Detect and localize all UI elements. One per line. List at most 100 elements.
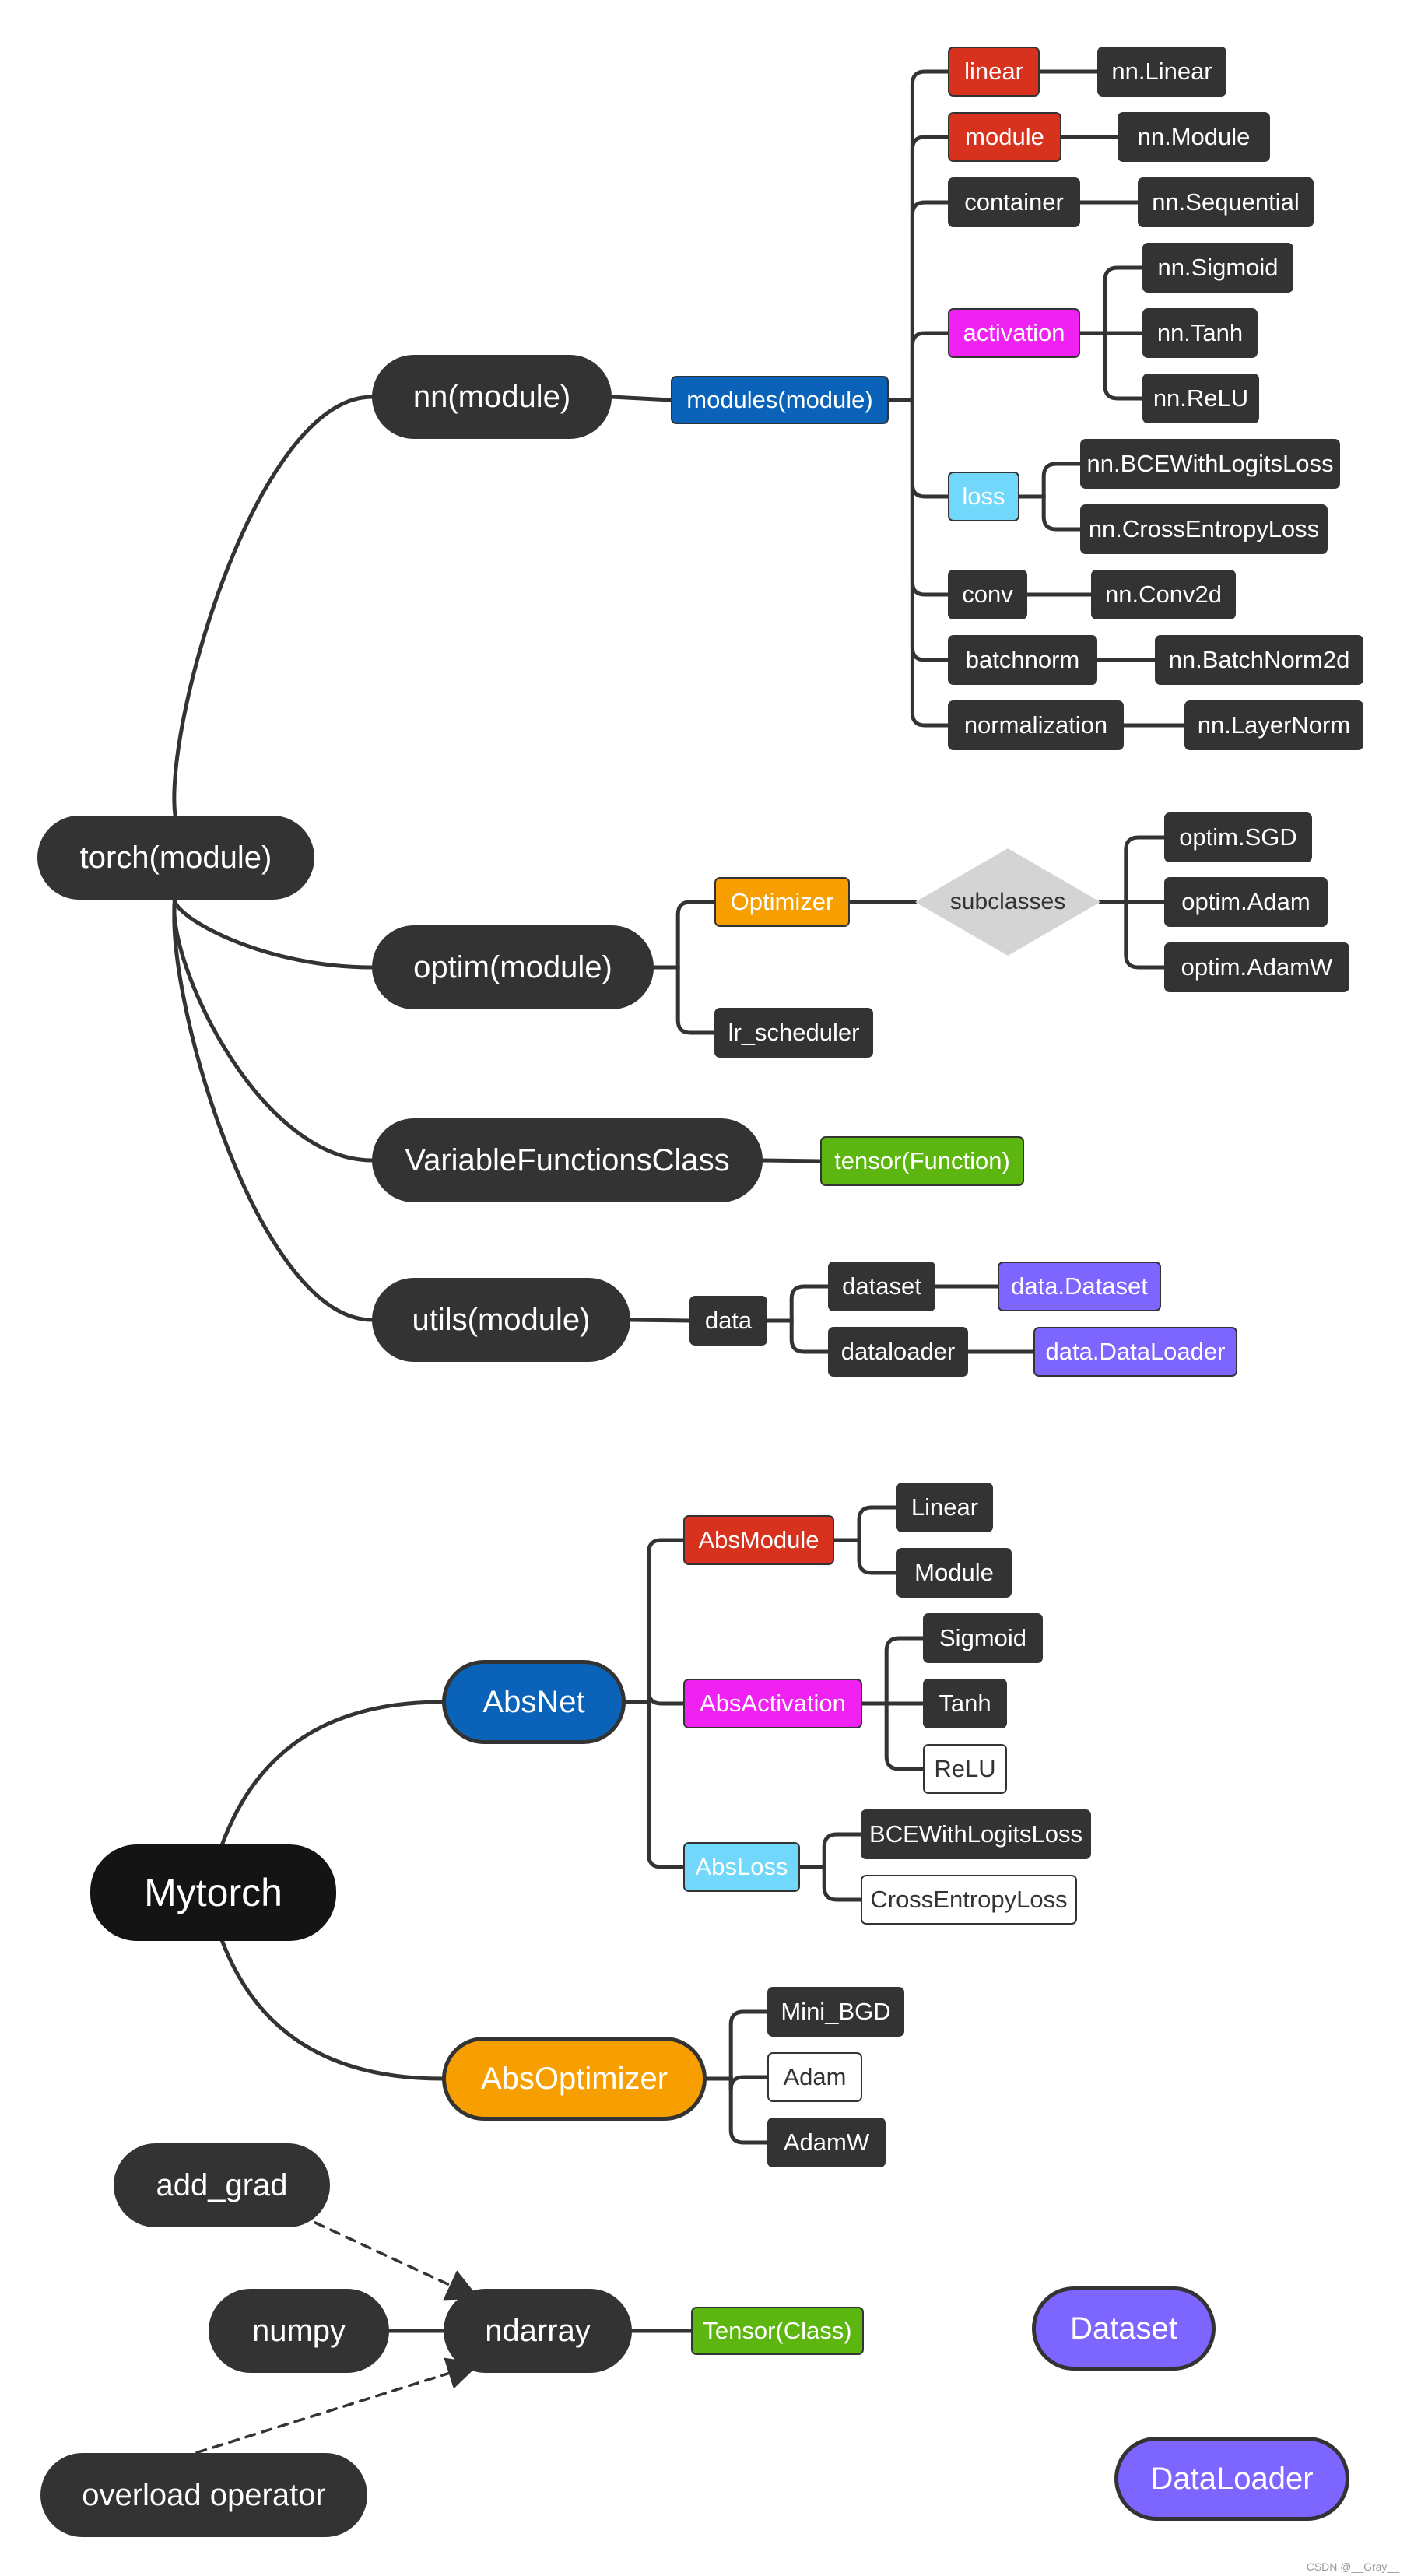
node-addgrad: add_grad <box>114 2143 330 2227</box>
edge-loss-to-nn-ce <box>1017 494 1082 532</box>
edge-absopt-to-m-adam <box>704 2075 770 2090</box>
edge-overload-to-ndarray <box>179 2357 480 2459</box>
edge-modules-to-container <box>886 200 950 402</box>
node-conv: conv <box>948 570 1027 619</box>
node-m-bce: BCEWithLogitsLoss <box>861 1809 1091 1859</box>
watermark: CSDN @__Gray__ <box>1306 2560 1399 2573</box>
edge-modules-to-batchnorm <box>886 398 950 662</box>
edge-torch-to-optim <box>172 893 374 970</box>
node-numpy: numpy <box>209 2289 389 2373</box>
node-nn-re-lu: nn.ReLU <box>1142 374 1259 423</box>
node-subclasses: subclasses <box>949 889 1066 914</box>
node-overload: overload operator <box>40 2453 367 2537</box>
node-utils: utils(module) <box>372 1278 630 1362</box>
node-data: data <box>689 1296 767 1346</box>
edge-optim-to-optimizer <box>651 900 717 970</box>
node-nn-sigmoid: nn.Sigmoid <box>1142 243 1293 293</box>
edge-vfc-to-tensor-fn <box>760 1158 823 1163</box>
edge-absloss-to-m-bce <box>798 1832 863 1869</box>
edge-data-to-dataloader <box>765 1318 830 1354</box>
edge-loss-to-nn-bce <box>1017 462 1082 499</box>
edge-absloss-to-m-ce <box>798 1865 863 1902</box>
edge-modules-to-linear <box>886 69 950 402</box>
node-tensor-cls: Tensor(Class) <box>691 2307 864 2355</box>
edge-absactivation-to-m-sigmoid <box>860 1636 925 1706</box>
node-tensor-fn: tensor(Function) <box>820 1136 1024 1186</box>
node-lrsched: lr_scheduler <box>714 1008 873 1058</box>
node-dataset: dataset <box>828 1262 935 1311</box>
node-linear: linear <box>948 47 1040 97</box>
node-nn-bn: nn.BatchNorm2d <box>1155 635 1363 685</box>
node-absloss: AbsLoss <box>683 1842 800 1892</box>
node-ndarray: ndarray <box>444 2289 632 2373</box>
edge-activation-to-nn-re-lu <box>1078 331 1145 401</box>
node-nn-ln: nn.LayerNorm <box>1184 700 1363 750</box>
edge-addgrad-to-ndarray <box>314 2221 480 2301</box>
node-optim-sgd: optim.SGD <box>1164 812 1312 862</box>
node-dataloader: dataloader <box>828 1327 968 1377</box>
node-m-module: Module <box>896 1548 1012 1598</box>
edge-utils-to-data <box>628 1318 692 1323</box>
edge-absmodule-to-m-module <box>832 1538 899 1575</box>
edge-absactivation-to-m-re-lu <box>860 1701 925 1771</box>
node-absactivation: AbsActivation <box>683 1679 862 1728</box>
edge-data-to-dataset <box>765 1284 830 1323</box>
node-m-ce: CrossEntropyLoss <box>861 1875 1077 1925</box>
node-nn-module: nn.Module <box>1118 112 1270 162</box>
node-data-dataset: data.Dataset <box>998 1262 1161 1311</box>
node-nn-tanh: nn.Tanh <box>1142 308 1258 358</box>
node-torch: torch(module) <box>37 816 314 900</box>
edge-torch-to-utils <box>172 893 374 1322</box>
edge-modules-to-loss <box>886 398 950 499</box>
edge-modules-to-activation <box>886 331 950 402</box>
node-nn-bce: nn.BCEWithLogitsLoss <box>1080 439 1340 489</box>
edge-optim-to-lrsched <box>651 965 717 1035</box>
node-modules: modules(module) <box>671 376 889 424</box>
edge-absnet-to-absmodule <box>623 1538 686 1704</box>
edge-torch-to-vfc <box>172 893 374 1163</box>
edge-subclasses-to-optim-adam-w <box>1098 900 1167 970</box>
node-ds-pill: Dataset <box>1032 2286 1216 2371</box>
node-absopt: AbsOptimizer <box>442 2037 707 2121</box>
edge-absnet-to-absloss <box>623 1700 686 1869</box>
node-m-adam-w: AdamW <box>767 2118 886 2167</box>
node-nn-ce: nn.CrossEntropyLoss <box>1080 504 1328 554</box>
node-loss: loss <box>948 472 1019 521</box>
node-container: container <box>948 177 1080 227</box>
node-normalization: normalization <box>948 700 1124 750</box>
node-m-re-lu: ReLU <box>923 1744 1007 1794</box>
node-nn-linear: nn.Linear <box>1097 47 1226 97</box>
node-optim-adam: optim.Adam <box>1164 877 1328 927</box>
node-optim-adam-w: optim.AdamW <box>1164 942 1349 992</box>
edge-modules-to-normalization <box>886 398 950 728</box>
node-m-sigmoid: Sigmoid <box>923 1613 1043 1663</box>
edge-mytorch-to-absopt <box>219 1936 444 2081</box>
node-nn-sequential: nn.Sequential <box>1138 177 1314 227</box>
edge-absmodule-to-m-linear <box>832 1505 899 1542</box>
node-m-adam: Adam <box>767 2052 862 2102</box>
node-nn: nn(module) <box>372 355 612 439</box>
node-vfc: VariableFunctionsClass <box>372 1118 763 1202</box>
node-mini-bgd: Mini_BGD <box>767 1987 904 2037</box>
edge-mytorch-to-absnet <box>219 1700 444 1850</box>
node-nn-conv2d: nn.Conv2d <box>1091 570 1236 619</box>
node-module: module <box>948 112 1061 162</box>
edge-activation-to-nn-sigmoid <box>1078 265 1145 335</box>
node-dl-pill: DataLoader <box>1114 2437 1349 2521</box>
node-data-data-loader: data.DataLoader <box>1033 1327 1237 1377</box>
edge-modules-to-conv <box>886 398 950 597</box>
node-subclasses-shape <box>915 848 1100 956</box>
node-absnet: AbsNet <box>442 1660 626 1744</box>
node-absmodule: AbsModule <box>683 1515 834 1565</box>
node-m-tanh: Tanh <box>923 1679 1007 1728</box>
node-batchnorm: batchnorm <box>948 635 1097 685</box>
edge-modules-to-module <box>886 135 950 402</box>
edge-torch-to-nn <box>172 395 374 823</box>
edge-subclasses-to-optim-sgd <box>1098 835 1167 904</box>
node-optim: optim(module) <box>372 925 654 1009</box>
edge-nn-to-modules <box>609 395 673 402</box>
edge-absopt-to-m-adam-w <box>704 2076 770 2145</box>
node-optimizer: Optimizer <box>714 877 850 927</box>
